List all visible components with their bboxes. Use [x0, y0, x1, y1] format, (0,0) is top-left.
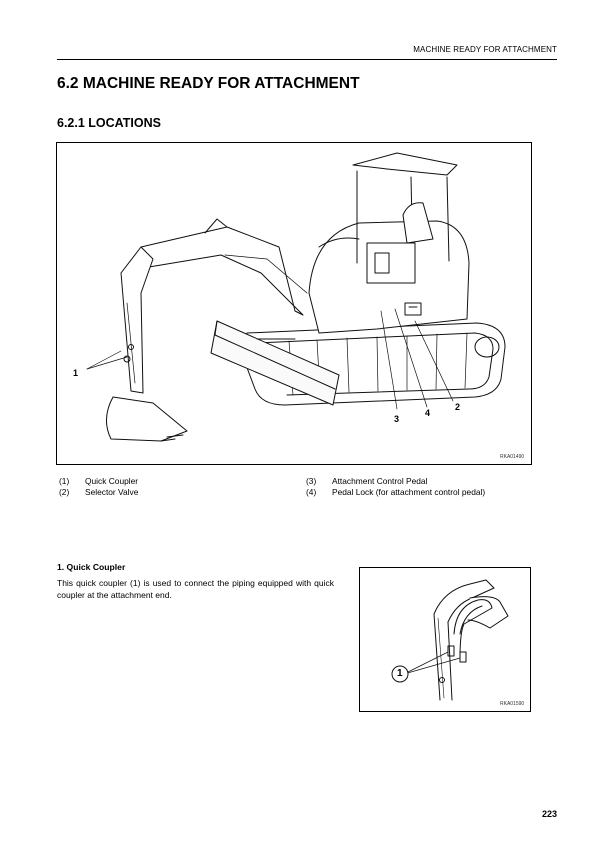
- running-header: MACHINE READY FOR ATTACHMENT: [413, 45, 557, 54]
- callout-1: 1: [73, 368, 79, 378]
- header-rule: [57, 59, 557, 60]
- callout-4: 4: [425, 408, 431, 418]
- legend-num: (2): [59, 486, 70, 497]
- excavator-figure: 1 2 3 4 RKA01490: [56, 142, 532, 465]
- legend-item: (4) Pedal Lock (for attachment control pe…: [306, 487, 485, 498]
- subsection-title: 6.2.1 LOCATIONS: [57, 116, 161, 130]
- callout-circle-icon: [391, 665, 409, 683]
- legend-label: Quick Coupler: [85, 476, 139, 486]
- legend-item: (1) Quick Coupler: [59, 476, 138, 487]
- legend-num: (4): [306, 486, 317, 497]
- small-figure-code: RKA01590: [500, 701, 525, 707]
- quick-coupler-text: This quick coupler (1) is used to connec…: [57, 578, 334, 600]
- section-title: 6.2 MACHINE READY FOR ATTACHMENT: [57, 75, 360, 92]
- excavator-illustration: [86, 152, 506, 442]
- legend-item: (2) Selector Valve: [59, 487, 138, 498]
- quick-coupler-heading: 1. Quick Coupler: [57, 562, 126, 572]
- legend-label: Pedal Lock (for attachment control pedal…: [332, 486, 486, 497]
- legend-label: Selector Valve: [85, 486, 139, 497]
- legend-num: (1): [59, 476, 70, 486]
- legend-label: Attachment Control Pedal: [332, 476, 428, 486]
- small-figure-callout-1: 1: [397, 668, 403, 679]
- callout-3: 3: [394, 414, 400, 424]
- quick-coupler-illustration: [391, 579, 509, 701]
- quick-coupler-figure: 1 RKA01590: [359, 567, 531, 712]
- legend-item: (3) Attachment Control Pedal: [306, 476, 485, 487]
- legend-col-right: (3) Attachment Control Pedal (4) Pedal Loc…: [306, 476, 485, 497]
- legend-num: (3): [306, 476, 317, 486]
- figure-code: RKA01490: [500, 454, 525, 460]
- page-number: 223: [541, 809, 557, 819]
- legend-col-left: (1) Quick Coupler (2) Selector Valve: [59, 476, 138, 497]
- callout-2: 2: [455, 402, 461, 412]
